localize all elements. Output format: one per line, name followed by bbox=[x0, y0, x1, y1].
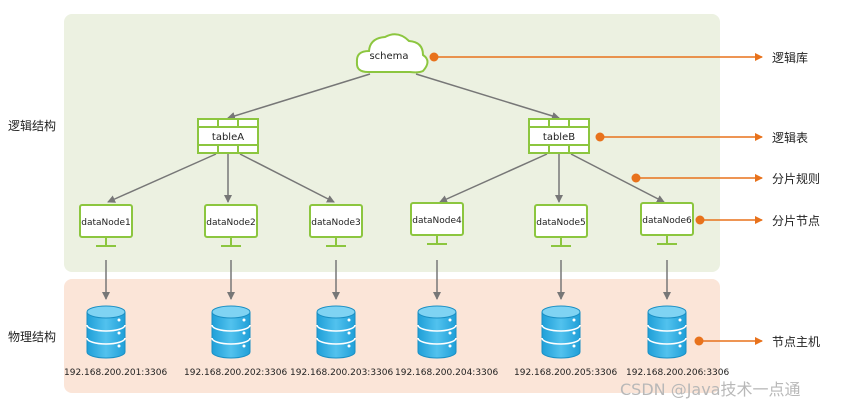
datanode-5-monitor: dataNode5 bbox=[534, 204, 588, 247]
database-icon bbox=[541, 305, 581, 359]
host-ip-1: 192.168.200.201:3306 bbox=[64, 368, 168, 378]
database-icon bbox=[316, 305, 356, 359]
datanode-4-label: dataNode4 bbox=[412, 216, 462, 226]
datanode-3-label: dataNode3 bbox=[311, 218, 361, 228]
legend-arrow-node-host bbox=[694, 336, 763, 346]
datanode-6-label: dataNode6 bbox=[642, 216, 692, 226]
legend-shard-rule: 分片规则 bbox=[772, 172, 821, 186]
schema-label: schema bbox=[369, 51, 408, 62]
datanode-1-monitor: dataNode1 bbox=[79, 204, 133, 247]
datanode-1-label: dataNode1 bbox=[81, 218, 131, 228]
table-b-grid bbox=[528, 118, 590, 154]
table-a-label: tableA bbox=[212, 132, 244, 143]
legend-arrow-shard-rule bbox=[631, 173, 763, 183]
database-icon bbox=[647, 305, 687, 359]
datanode-4-monitor: dataNode4 bbox=[410, 202, 464, 245]
host-ip-5: 192.168.200.205:3306 bbox=[514, 368, 618, 378]
database-icon bbox=[211, 305, 251, 359]
host-ip-3: 192.168.200.203:3306 bbox=[290, 368, 394, 378]
legend-arrow-shard-node bbox=[695, 215, 763, 225]
host-ip-2: 192.168.200.202:3306 bbox=[184, 368, 288, 378]
watermark-text: CSDN @Java技术一点通 bbox=[620, 380, 801, 399]
logical-structure-label: 逻辑结构 bbox=[8, 119, 57, 133]
legend-node-host: 节点主机 bbox=[772, 335, 821, 349]
legend-shard-node: 分片节点 bbox=[772, 214, 821, 228]
host-ip-4: 192.168.200.204:3306 bbox=[395, 368, 499, 378]
table-a-grid bbox=[197, 118, 259, 154]
datanode-6-monitor: dataNode6 bbox=[640, 202, 694, 245]
schema-cloud: schema bbox=[355, 33, 429, 74]
host-ip-6: 192.168.200.206:3306 bbox=[626, 368, 730, 378]
datanode-5-label: dataNode5 bbox=[536, 218, 586, 228]
physical-structure-band bbox=[64, 279, 720, 393]
table-to-node-arrows bbox=[107, 153, 665, 203]
schema-to-table-arrows bbox=[227, 73, 560, 120]
database-icon bbox=[417, 305, 457, 359]
legend-logical-table: 逻辑表 bbox=[772, 131, 809, 145]
datanode-2-label: dataNode2 bbox=[206, 218, 256, 228]
physical-structure-label: 物理结构 bbox=[8, 330, 57, 344]
database-icon bbox=[86, 305, 126, 359]
legend-arrow-logical-db bbox=[429, 52, 763, 62]
legend-arrow-logical-table bbox=[595, 132, 763, 142]
node-to-host-arrows bbox=[102, 260, 671, 300]
legend-logical-db: 逻辑库 bbox=[772, 51, 809, 65]
table-b-label: tableB bbox=[543, 132, 575, 143]
datanode-3-monitor: dataNode3 bbox=[309, 204, 363, 247]
datanode-2-monitor: dataNode2 bbox=[204, 204, 258, 247]
